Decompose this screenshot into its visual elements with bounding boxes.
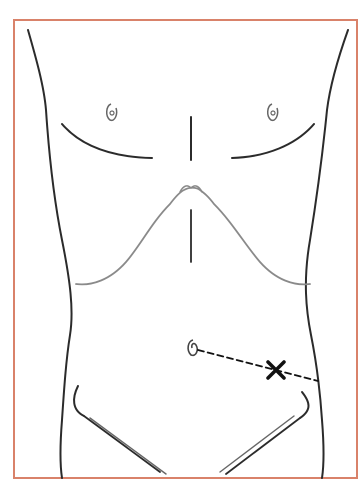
left-nipple-icon	[107, 104, 117, 120]
incision-x-marker	[268, 362, 284, 378]
right-groin-line-outer	[226, 418, 300, 474]
left-iliac-crest-line	[74, 386, 84, 416]
right-iliac-crest-line	[300, 392, 309, 418]
costal-margin-line	[76, 188, 310, 285]
right-pectoral-line	[232, 124, 314, 158]
left-groin-line-inner	[90, 418, 166, 474]
umbilicus-to-asis-dashed-line	[198, 350, 318, 381]
right-nipple-icon	[268, 104, 278, 120]
figure-frame	[14, 20, 357, 478]
umbilicus-marker	[188, 340, 197, 355]
torso-left-contour	[28, 30, 72, 478]
left-nipple-center	[110, 111, 114, 115]
left-pectoral-line	[62, 124, 152, 158]
left-groin-line-outer	[84, 416, 160, 472]
right-nipple-center	[271, 111, 275, 115]
torso-right-contour	[306, 30, 348, 478]
right-groin-line-inner	[220, 416, 294, 472]
